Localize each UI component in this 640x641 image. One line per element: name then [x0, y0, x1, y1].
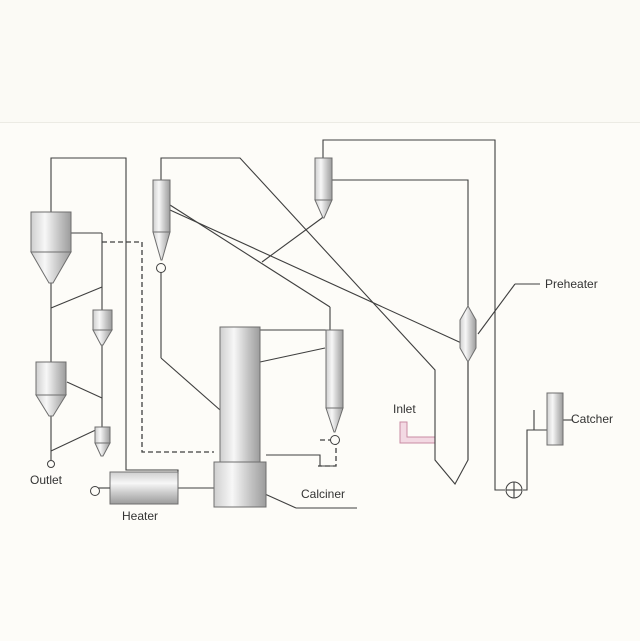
label-calciner: Calciner — [301, 487, 345, 501]
cyclone-large-left — [30, 211, 72, 284]
calciner-vessel — [213, 326, 267, 508]
valve-c-icon — [330, 435, 340, 445]
label-inlet: Inlet — [393, 402, 416, 416]
top-blank-band — [0, 0, 640, 122]
dashed-pipes — [102, 241, 337, 467]
valve-a-icon — [156, 263, 166, 273]
preheater-vessel — [459, 304, 477, 364]
cyclone-tall-a — [152, 179, 171, 261]
fan-icon — [505, 481, 523, 499]
heater-vessel — [98, 471, 179, 505]
pipe-network — [50, 139, 573, 509]
label-outlet: Outlet — [30, 473, 63, 487]
cyclone-small-upper — [92, 309, 113, 346]
cyclone-mid-left — [35, 361, 67, 417]
label-catcher: Catcher — [571, 412, 613, 426]
valves — [47, 263, 523, 499]
label-heater: Heater — [122, 509, 158, 523]
inlet-pipe — [399, 421, 436, 444]
cyclone-small-lower — [94, 426, 111, 457]
heater-port-icon — [90, 486, 100, 496]
cyclone-tall-b — [314, 157, 333, 219]
cyclone-tall-c — [325, 329, 344, 433]
label-preheater: Preheater — [545, 277, 598, 291]
labels: Outlet Heater Calciner Inlet Preheater C… — [30, 277, 613, 523]
outlet-port-icon — [47, 460, 55, 468]
catcher-vessel — [546, 392, 564, 446]
funnel-vessel — [434, 362, 469, 485]
